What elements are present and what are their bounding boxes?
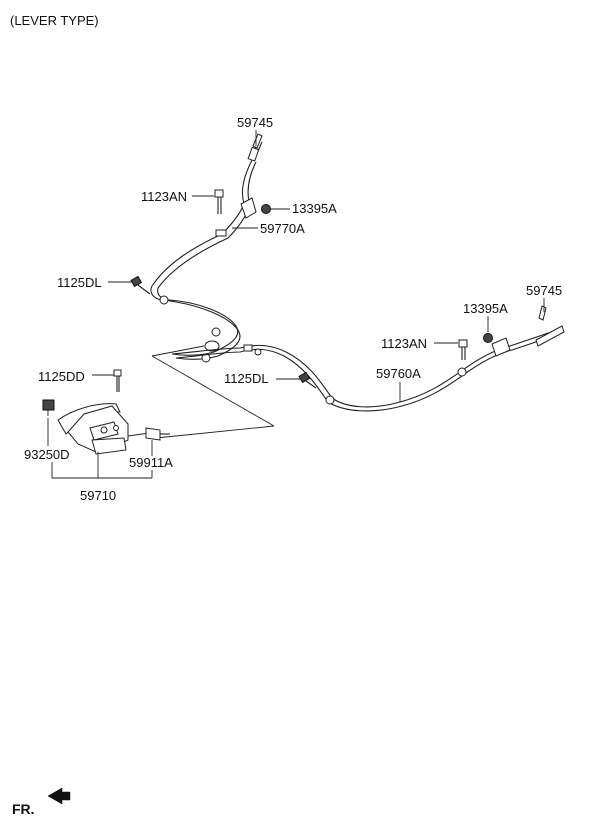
bolt-1125dl-mid <box>298 371 317 389</box>
cable-grommet-2 <box>201 353 211 363</box>
front-arrow-icon <box>47 787 71 805</box>
cable-bracket-upper <box>240 197 257 219</box>
equalizer <box>204 340 220 352</box>
cable-grommet-left <box>254 348 262 356</box>
lever-pin <box>113 425 119 431</box>
cable-clip-left <box>243 344 253 352</box>
cable-clip-mid <box>325 395 335 405</box>
cable-grommet <box>211 327 221 337</box>
callout-1123an-top: 1123AN <box>141 189 187 204</box>
cable-clip-2 <box>159 295 169 305</box>
cable-clip-right <box>457 367 467 377</box>
callout-13395a-top: 13395A <box>292 201 337 216</box>
cable-bracket-right <box>491 337 511 357</box>
callout-1125dl-left: 1125DL <box>57 275 102 290</box>
nut-13395a-top <box>261 204 271 214</box>
callout-93250d: 93250D <box>24 447 70 462</box>
bolt-1123an-right <box>458 339 468 360</box>
callout-59770a: 59770A <box>260 221 305 236</box>
callout-59760a: 59760A <box>376 366 421 381</box>
callout-59745-right: 59745 <box>526 283 562 298</box>
callout-59911a: 59911A <box>129 455 173 470</box>
clip-59745-right <box>538 305 547 321</box>
cable-end-59911a <box>145 427 161 441</box>
callout-59745-top: 59745 <box>237 115 273 130</box>
callout-1125dd: 1125DD <box>38 369 85 384</box>
lever-base <box>91 437 127 455</box>
bolt-1125dl-left <box>130 275 151 295</box>
callout-59710: 59710 <box>80 488 116 503</box>
nut-13395a-right <box>483 333 493 343</box>
bolt-1125dd-head <box>113 369 122 377</box>
switch-93250d <box>42 399 55 411</box>
callout-1123an-right: 1123AN <box>381 336 427 351</box>
end-fitting-top <box>247 146 260 162</box>
cable-clip <box>215 229 227 237</box>
parking-lever-assembly <box>42 369 170 455</box>
end-fitting-right <box>535 325 565 347</box>
lever-pivot <box>100 426 108 434</box>
bolt-1123an-top <box>214 189 224 214</box>
front-direction-label: FR. <box>12 801 35 817</box>
callout-1125dl-mid: 1125DL <box>224 371 269 386</box>
connection-lines <box>151 345 275 439</box>
callout-13395a-right: 13395A <box>463 301 508 316</box>
leader-lines <box>47 130 545 479</box>
diagram-title: (LEVER TYPE) <box>10 13 99 28</box>
cable-59770a <box>150 139 263 363</box>
cable-59760a <box>171 325 565 412</box>
